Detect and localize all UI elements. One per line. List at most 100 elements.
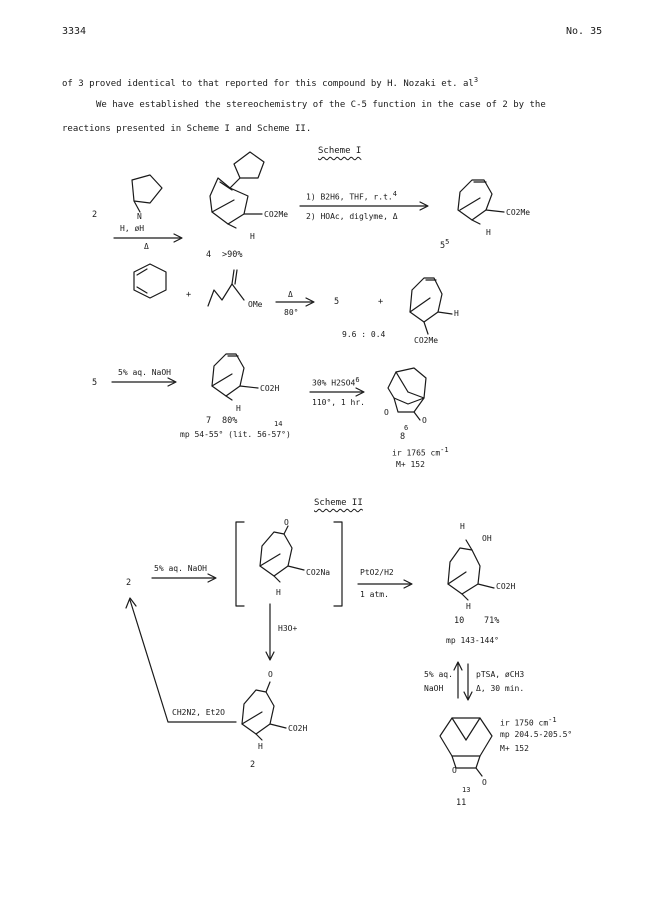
p5-ref: 5 (445, 238, 450, 246)
p8-ir-exp: -1 (440, 446, 449, 454)
eq-left-1: 5% aq. (424, 670, 453, 679)
compound-4-structure (209, 151, 265, 229)
r4-reagent-1-text: 30% H2SO4 (312, 378, 356, 388)
s2-reagent-2a: PtO2/H2 (360, 568, 394, 577)
s1-reagent-n: N (137, 212, 142, 221)
p4-h: H (250, 232, 255, 241)
int-o: O (284, 518, 289, 527)
p11-mp: mp 204.5-205.5° (500, 730, 573, 739)
da-iso-sub: CO2Me (414, 336, 439, 345)
p9-h: H (258, 742, 263, 751)
methyl-acrylate-structure (207, 269, 245, 307)
r3-reagent: 5% aq. NaOH (118, 368, 171, 377)
s2-reagent-1: 5% aq. NaOH (154, 564, 207, 573)
p9-sub: CO2H (288, 724, 308, 733)
p11-ref: 13 (462, 786, 471, 794)
para-ref: 3 (473, 76, 479, 84)
isomer-structure (409, 277, 453, 335)
r4-reagent-2: 110°, 1 hr. (312, 398, 365, 407)
eq-right-2: Δ, 30 min. (476, 684, 525, 693)
da-ratio: 9.6 : 0.4 (342, 330, 386, 339)
compound-10-structure (447, 539, 495, 601)
p7-h: H (236, 404, 241, 413)
p10-yield: 71% (484, 616, 500, 626)
int-sub: CO2Na (306, 568, 331, 577)
journal-issue: No. 35 (566, 26, 603, 37)
p10-sub: CO2H (496, 582, 516, 591)
p8-ms: M+ 152 (396, 460, 425, 469)
da-plus-1: + (186, 290, 192, 300)
p8-ir: ir 1765 cm-1 (392, 446, 449, 458)
p5-label: 55 (440, 238, 449, 251)
eq-right-1: pTSA, øCH3 (476, 670, 525, 679)
cyclohexadiene-structure (133, 263, 167, 299)
da-ome: OMe (248, 300, 263, 309)
back-reagent: CH2N2, Et2O (172, 708, 225, 717)
s1-reagent-h: H, øH (120, 224, 145, 233)
p5-h: H (486, 228, 491, 237)
p4-sub: CO2Me (264, 210, 289, 219)
p9-o: O (268, 670, 273, 679)
scheme-1-title: Scheme I (318, 146, 362, 156)
r2-cond1-ref: 4 (392, 190, 397, 198)
p8-o2: O (422, 416, 427, 425)
para-line-1-text: of 3 proved identical to that reported f… (62, 79, 474, 89)
da-product: 5 (334, 297, 340, 307)
da-delta: Δ (288, 290, 293, 299)
compound-8-structure (387, 367, 427, 421)
p8-o1: O (384, 408, 389, 417)
s2-reagent-2b: 1 atm. (360, 590, 389, 599)
p4-yield: >90% (222, 250, 243, 260)
p10-h2: H (466, 602, 471, 611)
r4-reagent-1: 30% H2SO46 (312, 376, 360, 388)
eq-left-2: NaOH (424, 684, 444, 693)
page-number: 3334 (62, 26, 87, 37)
compound-7-structure (211, 353, 259, 401)
p8-label: 8 (400, 432, 406, 442)
p10-h: H (460, 522, 465, 531)
down-reagent: H3O+ (278, 624, 298, 633)
da-plus-2: + (378, 297, 384, 307)
pyrrolidine-structure (131, 174, 163, 213)
bracket-right (333, 521, 343, 607)
r3-start: 5 (92, 378, 98, 388)
da-iso-h: H (454, 309, 459, 318)
scheme-2-title: Scheme II (314, 498, 363, 508)
p4-label: 4 (206, 250, 212, 260)
s1-reagent-delta: Δ (144, 242, 149, 251)
r2-cond2: 2) HOAc, diglyme, Δ (306, 212, 398, 221)
compound-11-structure (439, 717, 493, 777)
p11-o2: O (482, 778, 487, 787)
p7-mp: mp 54-55° (lit. 56-57°) (180, 430, 291, 439)
p11-ir-text: ir 1750 cm (500, 718, 549, 728)
int-h: H (276, 588, 281, 597)
r2-cond1-text: 1) B2H6, THF, r.t. (306, 192, 393, 202)
arrow-s2-back (129, 599, 237, 723)
compound-9-structure (241, 681, 287, 741)
intermediate-structure (259, 525, 305, 583)
p8-ref: 6 (404, 424, 409, 432)
da-temp: 80° (284, 308, 299, 317)
p10-label: 10 (454, 616, 465, 626)
r2-cond1: 1) B2H6, THF, r.t.4 (306, 190, 397, 202)
p5-label-text: 5 (440, 240, 446, 251)
para-line-1: of 3 proved identical to that reported f… (62, 76, 478, 89)
p11-ir-exp: -1 (548, 716, 557, 724)
p7-mp-ref: 14 (274, 420, 283, 428)
p11-label: 11 (456, 798, 467, 808)
p9-label: 2 (250, 760, 256, 770)
p7-sub: CO2H (260, 384, 280, 393)
p5-sub: CO2Me (506, 208, 531, 217)
s1-start-label: 2 (92, 210, 98, 220)
p10-oh: OH (482, 534, 492, 543)
p11-o1: O (452, 766, 457, 775)
p7-yield: 80% (222, 416, 238, 426)
bracket-left (235, 521, 245, 607)
s2-start: 2 (126, 578, 132, 588)
p11-ir: ir 1750 cm-1 (500, 716, 557, 728)
r4-reagent-1-ref: 6 (355, 376, 360, 384)
para-line-3: reactions presented in Scheme I and Sche… (62, 124, 312, 134)
para-line-2: We have established the stereochemistry … (96, 100, 546, 110)
p11-ms: M+ 152 (500, 744, 529, 753)
